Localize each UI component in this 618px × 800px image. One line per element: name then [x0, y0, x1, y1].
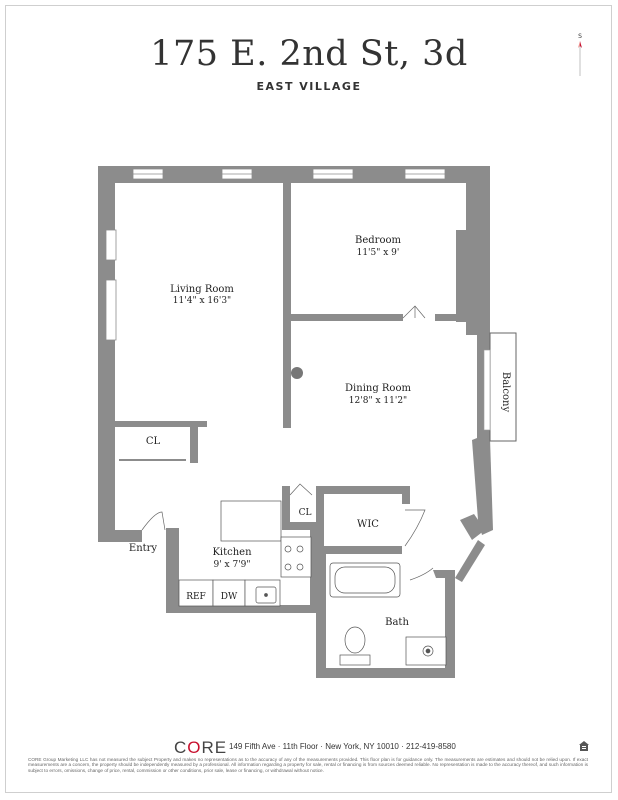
ref-label: REF — [186, 592, 206, 602]
dining-room-name: Dining Room — [345, 383, 411, 394]
bath-name: Bath — [385, 617, 409, 628]
bedroom-size: 11'5" x 9' — [357, 248, 400, 258]
listing-title: 175 E. 2nd St, 3d — [150, 34, 468, 74]
living-room-name: Living Room — [170, 284, 234, 295]
wic-name: WIC — [357, 519, 379, 530]
bath-fixtures — [329, 562, 447, 666]
footer-address: 149 Fifth Ave · 11th Floor · New York, N… — [229, 742, 456, 751]
kitchen-fixtures — [178, 500, 312, 607]
closet-left-name: CL — [146, 436, 161, 447]
compass-letter: S — [578, 33, 582, 40]
living-room-size: 11'4" x 16'3" — [173, 296, 231, 306]
legal-disclaimer: CORE Group Marketing LLC has not measure… — [28, 757, 588, 773]
kitchen-size: 9' x 7'9" — [213, 560, 250, 570]
dw-label: DW — [221, 592, 238, 602]
equal-housing-icon — [579, 741, 589, 751]
dining-room-size: 12'8" x 11'2" — [349, 396, 407, 406]
core-logo: CORE — [174, 738, 228, 757]
sheet-border — [5, 5, 612, 793]
balcony: Balcony — [483, 332, 517, 442]
kitchen-name: Kitchen — [212, 547, 252, 558]
closet-kitchen-name: CL — [299, 508, 312, 518]
windows — [105, 168, 446, 341]
compass-icon: S — [578, 33, 582, 76]
structural-column — [291, 367, 303, 379]
room-labels: Living Room 11'4" x 16'3" Bedroom 11'5" … — [129, 235, 412, 628]
entry-name: Entry — [129, 543, 158, 554]
bedroom-name: Bedroom — [355, 235, 401, 246]
walls — [98, 166, 493, 678]
neighborhood-label: EAST VILLAGE — [256, 80, 362, 93]
doors — [119, 305, 434, 581]
balcony-label: Balcony — [500, 372, 511, 413]
